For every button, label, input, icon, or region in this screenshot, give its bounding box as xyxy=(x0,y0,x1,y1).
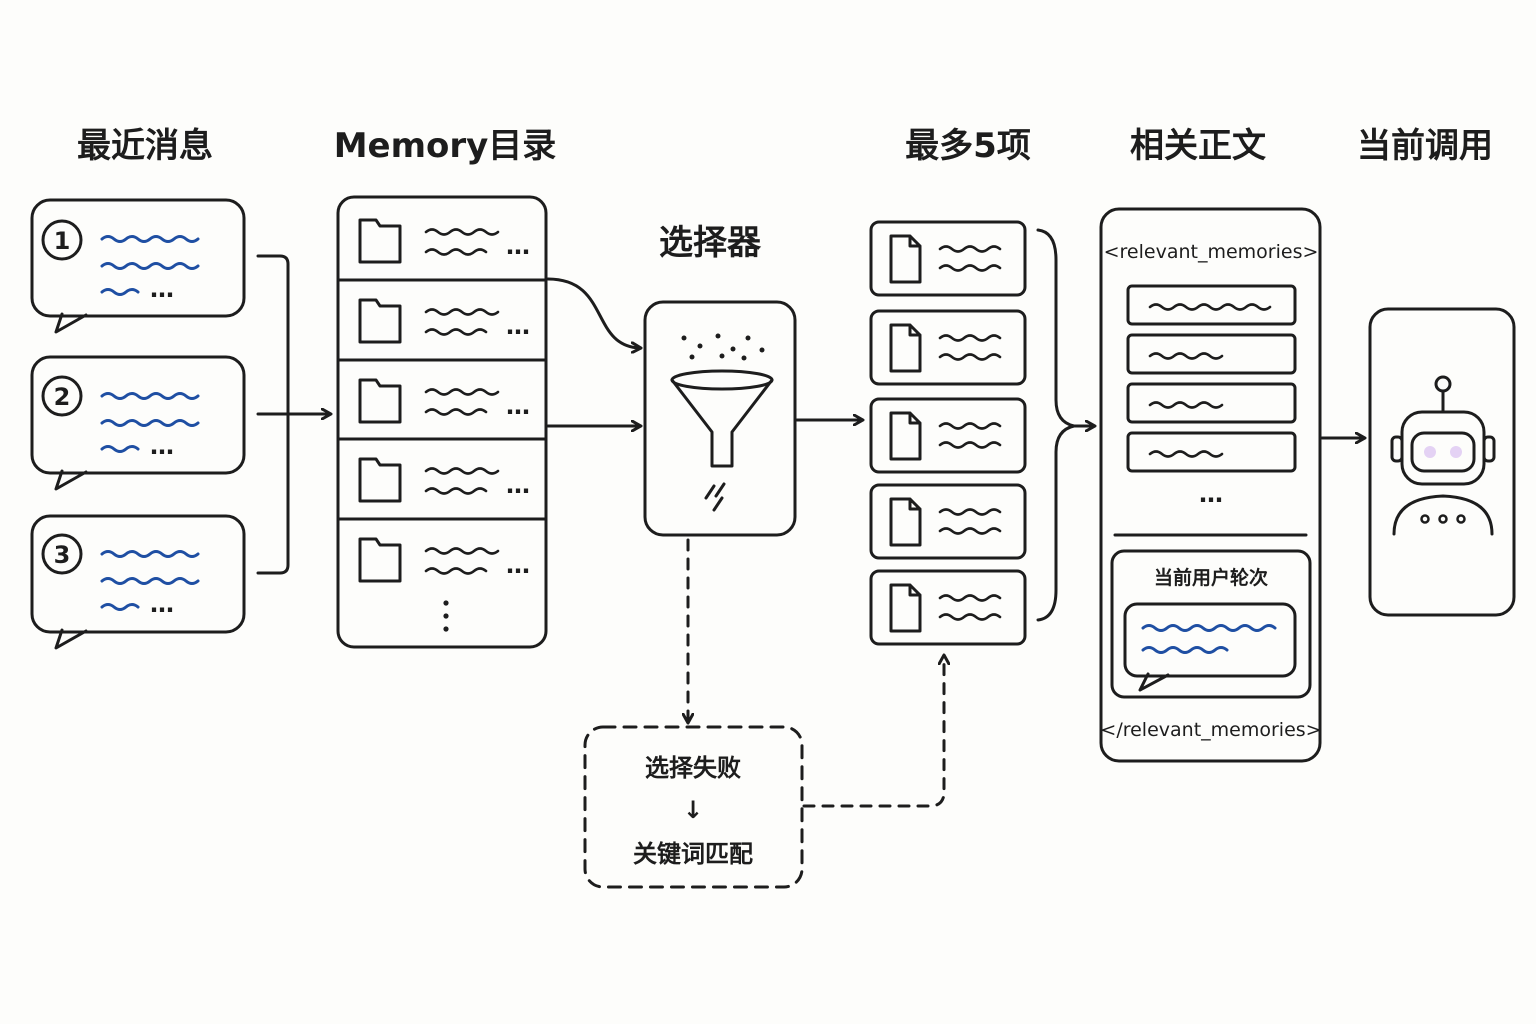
folder-icon xyxy=(358,378,402,424)
ellipsis: … xyxy=(1199,480,1223,508)
header-top5: 最多5项 xyxy=(905,126,1031,166)
memory-entry: … xyxy=(358,378,530,424)
selector-box xyxy=(643,300,797,537)
fallback-arrow: ↓ xyxy=(683,796,703,824)
header-current-call: 当前调用 xyxy=(1357,126,1493,166)
number-badge xyxy=(41,375,83,417)
result-doc xyxy=(869,483,1027,560)
folder-icon xyxy=(358,298,402,344)
ellipsis: … xyxy=(506,392,530,420)
ellipsis: … xyxy=(150,432,174,460)
document-icon xyxy=(889,234,922,284)
memory-catalog-panel xyxy=(336,195,548,649)
result-doc xyxy=(869,220,1027,297)
arrow-fallback-to-results xyxy=(802,656,944,808)
ellipsis: … xyxy=(150,590,174,618)
document-icon xyxy=(889,323,922,373)
relevant-item xyxy=(1126,382,1297,424)
open-tag: <relevant_memories> xyxy=(1104,241,1319,263)
header-selector: 选择器 xyxy=(659,223,762,263)
document-icon xyxy=(889,497,922,547)
message-bubble-2: 2 … xyxy=(30,355,246,491)
message-bubble-3: 3 … xyxy=(30,514,246,650)
header-relevant-body: 相关正文 xyxy=(1130,126,1266,166)
ellipsis: … xyxy=(506,232,530,260)
results-brace xyxy=(1036,228,1076,622)
result-doc xyxy=(869,309,1027,386)
fallback-line-1: 选择失败 xyxy=(645,754,741,782)
relevant-item xyxy=(1126,431,1297,473)
result-doc xyxy=(869,397,1027,474)
current-turn-label: 当前用户轮次 xyxy=(1154,566,1268,589)
fallback-box: 选择失败 ↓ 关键词匹配 xyxy=(583,725,804,889)
folder-icon xyxy=(358,537,402,583)
arrow-catalog-to-selector-curve xyxy=(546,277,640,348)
header-recent-messages: 最近消息 xyxy=(77,126,213,166)
message-number: 1 xyxy=(54,227,71,255)
number-badge xyxy=(41,533,83,575)
folder-icon xyxy=(358,457,402,503)
folder-icon xyxy=(358,218,402,264)
memory-entry: … xyxy=(358,218,530,264)
relevant-memories-panel: <relevant_memories> … 当前用户轮次 </relevant_… xyxy=(1099,207,1322,763)
robot-panel xyxy=(1368,307,1516,617)
ellipsis: … xyxy=(506,471,530,499)
result-doc xyxy=(869,569,1027,646)
message-number: 2 xyxy=(54,383,71,411)
ellipsis: … xyxy=(506,312,530,340)
close-tag: </relevant_memories> xyxy=(1100,719,1321,741)
fallback-line-2: 关键词匹配 xyxy=(633,840,753,868)
ellipsis: … xyxy=(506,551,530,579)
document-icon xyxy=(889,583,922,633)
memory-entry: … xyxy=(358,537,530,583)
vertical-ellipsis-icon xyxy=(443,600,449,632)
number-badge xyxy=(41,219,83,261)
robot-icon xyxy=(1390,375,1496,536)
header-memory-catalog: Memory目录 xyxy=(334,126,557,166)
ellipsis: … xyxy=(150,275,174,303)
memory-entry: … xyxy=(358,457,530,503)
current-turn-box: 当前用户轮次 xyxy=(1110,549,1312,699)
memory-entry: … xyxy=(358,298,530,344)
relevant-item xyxy=(1126,284,1297,326)
message-bubble-1: 1 … xyxy=(30,198,246,334)
relevant-item xyxy=(1126,333,1297,375)
message-number: 3 xyxy=(54,541,71,569)
funnel-icon xyxy=(670,333,774,512)
document-icon xyxy=(889,411,922,461)
